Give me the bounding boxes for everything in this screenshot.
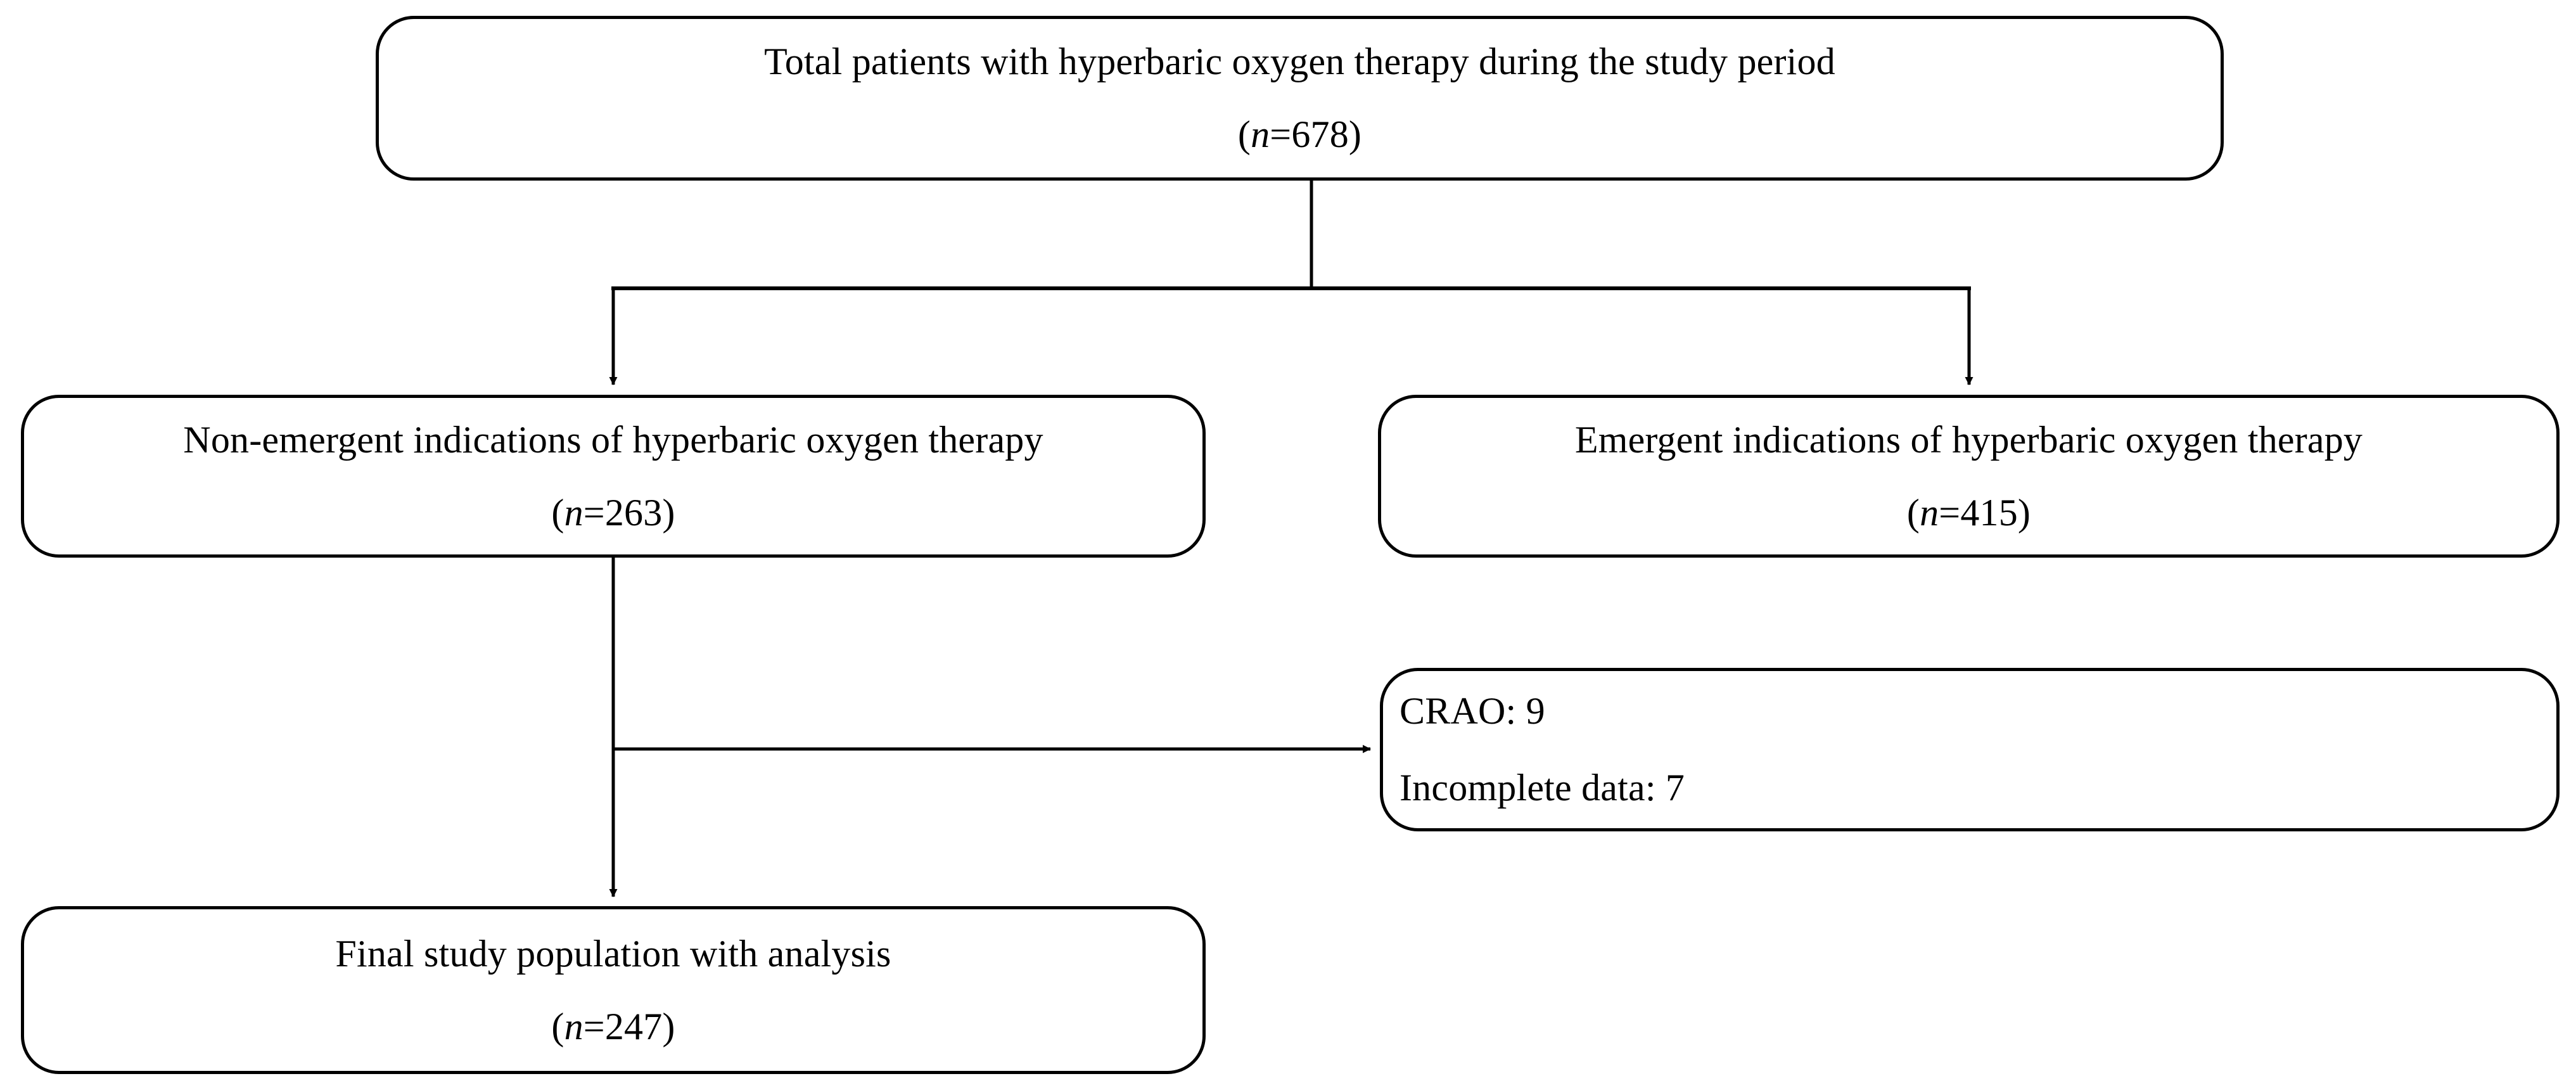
node-exclusions: CRAO: 9 Incomplete data: 7 [1380, 668, 2560, 831]
count-value: 415 [1960, 491, 2018, 534]
node-final-title: Final study population with analysis [335, 932, 891, 975]
count-open-paren: ( [551, 1005, 564, 1047]
count-symbol: n [564, 1005, 583, 1047]
count-equals: = [583, 491, 605, 534]
node-final-study-population: Final study population with analysis (n=… [21, 906, 1206, 1074]
node-exclusion-crao: CRAO: 9 [1400, 690, 1545, 732]
node-exclusion-incomplete-data: Incomplete data: 7 [1400, 767, 1685, 809]
node-total-patients: Total patients with hyperbaric oxygen th… [376, 16, 2224, 181]
count-open-paren: ( [1237, 113, 1251, 155]
node-emergent-count: (n=415) [1906, 491, 2031, 534]
count-open-paren: ( [551, 491, 564, 534]
node-emergent-indications: Emergent indications of hyperbaric oxyge… [1378, 395, 2560, 558]
count-value: 247 [604, 1005, 663, 1047]
count-close-paren: ) [2017, 491, 2031, 534]
node-final-count: (n=247) [551, 1005, 675, 1047]
node-non-emergent-title: Non-emergent indications of hyperbaric o… [183, 418, 1043, 461]
count-equals: = [1270, 113, 1292, 155]
count-close-paren: ) [662, 491, 675, 534]
node-emergent-title: Emergent indications of hyperbaric oxyge… [1574, 418, 2363, 461]
count-equals: = [583, 1005, 605, 1047]
count-close-paren: ) [662, 1005, 675, 1047]
count-open-paren: ( [1906, 491, 1920, 534]
count-close-paren: ) [1348, 113, 1362, 155]
count-symbol: n [564, 491, 583, 534]
node-non-emergent-count: (n=263) [551, 491, 675, 534]
node-total-count: (n=678) [1238, 115, 1361, 155]
node-total-title: Total patients with hyperbaric oxygen th… [764, 41, 1835, 82]
count-symbol: n [1251, 113, 1270, 155]
node-non-emergent-indications: Non-emergent indications of hyperbaric o… [21, 395, 1206, 558]
count-value: 263 [604, 491, 663, 534]
count-symbol: n [1920, 491, 1939, 534]
count-value: 678 [1291, 113, 1349, 155]
count-equals: = [1939, 491, 1961, 534]
